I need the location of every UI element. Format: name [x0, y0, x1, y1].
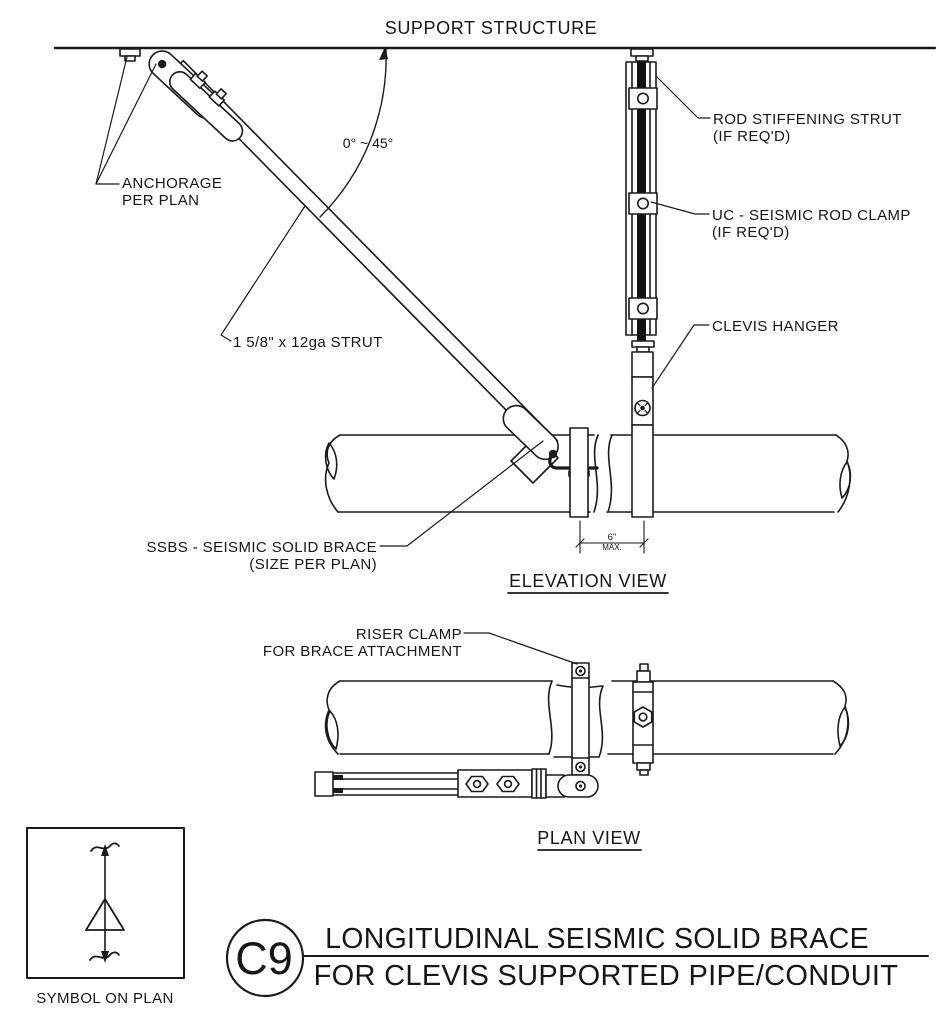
rod-stiffening-strut-assembly: [625, 48, 658, 353]
detail-bubble: [225, 918, 305, 998]
strut-bolt: [465, 775, 489, 793]
strut-size-label: 1 5/8" x 12ga STRUT: [233, 334, 383, 351]
clevis-hanger-label: CLEVIS HANGER: [712, 318, 839, 335]
dimension-qualifier: MAX.: [602, 543, 622, 552]
brace-strut-plan: [314, 768, 599, 799]
brace-label-line2: (SIZE PER PLAN): [249, 556, 377, 573]
anchorage-fitting: [119, 48, 244, 142]
symbol-caption: SYMBOL ON PLAN: [36, 990, 174, 1007]
support-structure-label: SUPPORT STRUCTURE: [385, 18, 598, 38]
detail-id: C9: [235, 933, 293, 984]
plan-caption: PLAN VIEW: [537, 828, 640, 848]
symbol-box: [26, 827, 185, 979]
pipe-plan: [324, 680, 850, 758]
anchor-pivot-bolt: [157, 59, 167, 69]
symbol-on-plan: [26, 827, 185, 979]
break-squiggle: [90, 842, 120, 852]
leader-line: [463, 632, 578, 665]
clevis-hanger-plan: [632, 663, 654, 776]
dimension-value: 6": [608, 532, 617, 543]
brace-symbol-triangle: [85, 898, 125, 931]
leader-lines: [95, 56, 711, 547]
riser-clamp-elevation: [569, 427, 589, 518]
elevation-view: [53, 46, 937, 594]
title-block: [225, 918, 929, 998]
anchorage-label-line1: ANCHORAGE: [122, 175, 222, 192]
riser-clamp-label-line2: FOR BRACE ATTACHMENT: [263, 643, 462, 660]
riser-clamp-plan: [571, 662, 590, 776]
elevation-caption: ELEVATION VIEW: [509, 571, 667, 591]
pipe-break-line: [607, 434, 613, 513]
angle-label: 0° ~ 45°: [343, 135, 394, 151]
strut-bolt: [496, 775, 520, 793]
rod-strut-label-line1: ROD STIFFENING STRUT: [713, 111, 902, 128]
anchorage-label-line2: PER PLAN: [122, 192, 199, 209]
title-line1: LONGITUDINAL SEISMIC SOLID BRACE: [325, 923, 869, 955]
rod-clamp-label-line1: UC - SEISMIC ROD CLAMP: [712, 207, 911, 224]
plan-view: [314, 632, 850, 851]
clamp-hook-bolt: [548, 454, 599, 470]
pipe-break-line: [547, 680, 553, 755]
title-line2: FOR CLEVIS SUPPORTED PIPE/CONDUIT: [314, 960, 899, 992]
pipe-break-line: [593, 434, 599, 513]
rod-strut-label-line2: (IF REQ'D): [713, 128, 791, 145]
uc-rod-clamp: [628, 192, 658, 215]
clevis-hanger: [631, 351, 654, 518]
riser-clamp-label-line1: RISER CLAMP: [356, 626, 462, 643]
rod-clamp-label-line2: (IF REQ'D): [712, 224, 790, 241]
pipe-break-line: [598, 685, 604, 758]
uc-rod-clamp: [628, 297, 658, 320]
brace-label-line1: SSBS - SEISMIC SOLID BRACE: [147, 539, 377, 556]
break-squiggle: [89, 951, 120, 961]
angle-arc: [319, 47, 388, 218]
dimension-6in-max: [575, 520, 649, 554]
uc-rod-clamp: [628, 87, 658, 110]
